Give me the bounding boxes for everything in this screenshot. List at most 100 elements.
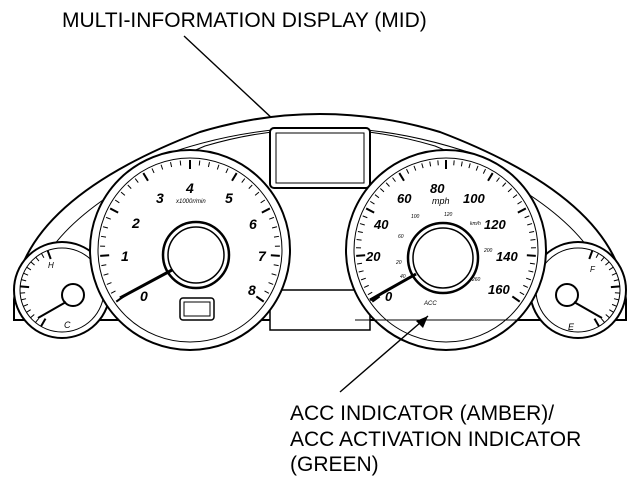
temp-tick (23, 272, 29, 276)
speed-tick (374, 194, 380, 199)
temp-tick (20, 285, 30, 289)
fuel-full-label: F (590, 265, 596, 274)
speed-tick (379, 188, 385, 193)
fuel-gauge: F E (529, 241, 627, 339)
mid-callout-label: MULTI-INFORMATION DISPLAY (MID) (62, 9, 427, 32)
kmh-num-20: 20 (395, 260, 402, 266)
temp-tick (21, 298, 27, 301)
tach-tick (105, 216, 111, 220)
speed-tick (358, 270, 364, 273)
tach-tick (225, 168, 229, 174)
speed-tick (365, 207, 375, 214)
temp-tick (35, 256, 40, 262)
speed-tick (357, 262, 363, 265)
tach-tick (101, 264, 107, 267)
speed-tick (363, 284, 369, 288)
speed-num-160: 160 (488, 282, 510, 297)
speed-tick (362, 215, 368, 219)
speed-tick (359, 223, 365, 226)
tach-tick (151, 168, 155, 174)
tach-tick (127, 184, 132, 189)
tach-tick (270, 254, 280, 257)
kmh-num-60: 60 (398, 234, 404, 240)
fuel-tick (588, 250, 594, 260)
tach-tick (216, 164, 220, 170)
mid-lower-panel (269, 289, 371, 331)
speed-num-40: 40 (373, 217, 389, 232)
speed-num-0: 0 (385, 289, 393, 304)
tach-tick (207, 162, 210, 168)
speed-tick (357, 230, 363, 233)
tach-tick (170, 162, 173, 168)
speed-tick (496, 177, 500, 182)
tach-tick (264, 290, 270, 294)
tach-tick (134, 178, 139, 183)
tach-tick (273, 264, 279, 267)
tach-tick (109, 207, 119, 214)
speed-tick (392, 177, 396, 182)
temp-cold-label: C (64, 320, 71, 330)
speed-num-80: 80 (430, 181, 445, 196)
fuel-tick (609, 309, 614, 313)
acc-leader-line (339, 315, 429, 393)
fuel-tick (605, 261, 610, 266)
speed-tick (398, 172, 405, 182)
speed-unit-mph: mph (432, 196, 450, 206)
speed-tick (487, 172, 494, 182)
speed-tick (511, 295, 521, 303)
kmh-num-200: 200 (483, 248, 493, 254)
temp-tick (35, 318, 39, 323)
temp-tick (23, 303, 29, 307)
tach-tick (261, 207, 271, 214)
tach-indicator-box (179, 297, 215, 321)
tach-num-5: 5 (225, 190, 233, 206)
speed-tick (526, 254, 536, 257)
tach-tick (271, 273, 277, 276)
speed-tick (360, 277, 366, 281)
temp-tick (40, 318, 47, 327)
temp-tick (26, 309, 31, 313)
speed-tick (524, 215, 530, 219)
tach-tick (248, 184, 253, 189)
speed-tick (367, 291, 373, 296)
tach-num-2: 2 (131, 215, 140, 231)
speed-tick (517, 200, 522, 205)
fuel-empty-label: E (568, 322, 575, 332)
tach-tick (254, 191, 260, 196)
speed-num-60: 60 (397, 191, 412, 206)
mid-screen-inner (275, 132, 365, 184)
tach-unit: x1000r/min (175, 199, 206, 205)
speed-tick (482, 168, 486, 174)
speed-num-100: 100 (463, 191, 485, 206)
fuel-tick (595, 253, 599, 258)
temp-hot-label: H (48, 261, 54, 270)
speed-tick (406, 168, 410, 174)
tach-tick (179, 160, 182, 166)
tach-tick (120, 191, 126, 196)
speed-tick (530, 239, 536, 241)
speed-tick (502, 182, 507, 187)
speedometer: 80 mph 60 100 40 120 20 140 0 160 100 12… (345, 149, 547, 351)
speed-tick (507, 188, 513, 193)
tach-num-4: 4 (185, 180, 194, 196)
tach-tick (106, 282, 112, 285)
tach-tick (102, 226, 109, 229)
tach-tick (269, 216, 275, 220)
speed-tick (356, 239, 362, 241)
tach-tick (273, 235, 280, 238)
speed-num-120: 120 (484, 217, 506, 232)
speed-tick (519, 291, 525, 296)
fuel-tick (613, 279, 619, 282)
acc-arrowhead (416, 316, 428, 328)
tach-tick (271, 226, 278, 229)
fuel-tick (611, 272, 617, 276)
speed-tick (529, 230, 535, 233)
tach-tick (142, 172, 149, 182)
tach-tick (260, 199, 266, 204)
temperature-gauge: H C (13, 241, 111, 339)
acc-callout-line-1: ACC INDICATOR (AMBER)/ (290, 402, 554, 425)
fuel-tick (610, 285, 620, 289)
tach-num-3: 3 (156, 190, 164, 206)
temp-tick (30, 261, 35, 266)
